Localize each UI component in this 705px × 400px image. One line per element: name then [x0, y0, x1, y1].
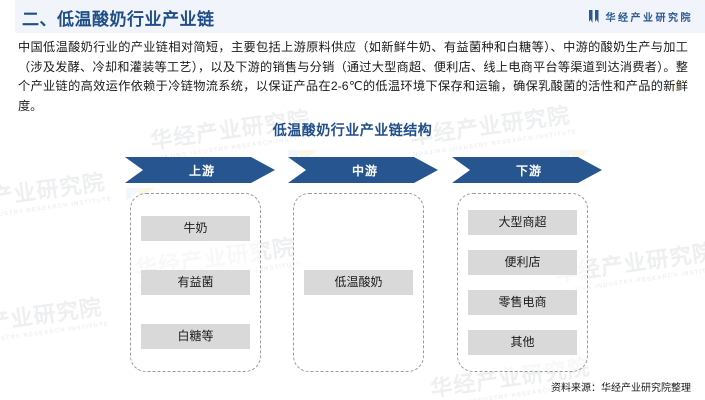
- chain-column-upstream: 上游 牛奶 有益菌 白糖等: [125, 157, 275, 372]
- page-title: 二、低温酸奶行业产业链: [22, 10, 215, 29]
- chevron-label-downstream: 下游: [515, 163, 542, 178]
- brand-logo: 华经产业研究院: [588, 9, 694, 24]
- figure-title: 低温酸奶行业产业链结构: [272, 122, 433, 138]
- watermark-text: 华经产业研究院 HUAJING INDUSTRY RESEARCH INSTIT…: [0, 169, 113, 225]
- chain-item: 零售电商: [468, 290, 577, 316]
- chain-column-downstream: 下游 大型商超 便利店 零售电商 其他: [452, 157, 602, 372]
- watermark-text: 华经产业研究院 HUAJING INDUSTRY RESEARCH INSTIT…: [0, 294, 110, 350]
- panel-upstream: 牛奶 有益菌 白糖等: [130, 193, 261, 372]
- chain-item: 白糖等: [141, 323, 250, 349]
- brand-name: 华经产业研究院: [605, 13, 693, 24]
- chain-item: 牛奶: [141, 216, 250, 242]
- panel-downstream: 大型商超 便利店 零售电商 其他: [457, 193, 588, 372]
- chain-item: 大型商超: [468, 209, 577, 235]
- chain-item: 便利店: [468, 249, 577, 275]
- chevron-header-midstream: 中游: [288, 157, 438, 183]
- chevron-header-upstream: 上游: [125, 157, 275, 183]
- chevron-header-downstream: 下游: [452, 157, 602, 183]
- industry-chain-diagram: 上游 牛奶 有益菌 白糖等 中游 低温酸奶 下游 大型商超 便利店 零售电商 其…: [125, 157, 602, 372]
- source-note: 资料来源：华经产业研究院整理: [551, 383, 691, 394]
- intro-paragraph: 中国低温酸奶行业的产业链相对简短，主要包括上游原料供应（如新鲜牛奶、有益菌种和白…: [18, 40, 688, 113]
- chain-item: 低温酸奶: [304, 269, 413, 296]
- chevron-label-upstream: 上游: [188, 163, 215, 178]
- chain-item: 其他: [468, 330, 577, 356]
- bookmark-flags-icon: [588, 10, 600, 23]
- chain-item: 有益菌: [141, 269, 250, 296]
- panel-midstream: 低温酸奶: [293, 193, 424, 372]
- chevron-label-midstream: 中游: [351, 163, 378, 178]
- chain-column-midstream: 中游 低温酸奶: [288, 157, 438, 372]
